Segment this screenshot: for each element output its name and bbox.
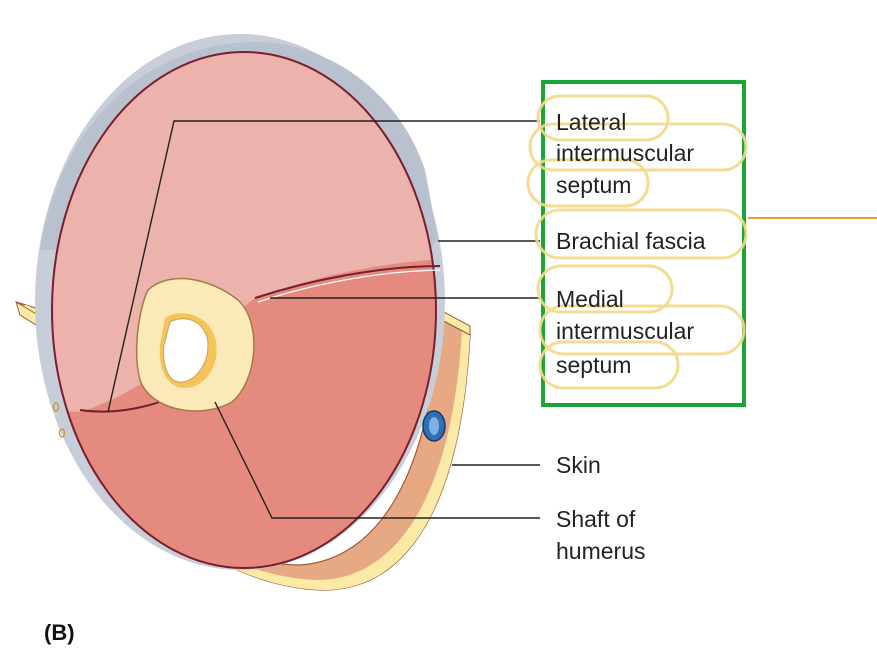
medial-septum-fascia <box>257 269 441 303</box>
label-lateral-septum-3: septum <box>556 172 632 198</box>
medial-septum-line <box>254 265 441 299</box>
label-brachial-fascia: Brachial fascia <box>556 228 706 254</box>
leader-shaft <box>214 401 540 519</box>
label-shaft-2: humerus <box>556 538 646 564</box>
label-lateral-septum-2: intermuscular <box>556 140 695 166</box>
label-medial-septum-2: intermuscular <box>556 318 695 344</box>
annotation-circles <box>526 94 748 390</box>
label-skin: Skin <box>556 452 601 478</box>
label-shaft-1: Shaft of <box>556 506 636 532</box>
leader-lines <box>107 120 540 519</box>
label-medial-septum-1: Medial <box>556 286 624 312</box>
leader-lateral-septum <box>107 120 540 413</box>
label-lateral-septum-1: Lateral <box>556 109 627 135</box>
marrow-cavity <box>163 318 209 383</box>
panel-label: (B) <box>44 620 75 645</box>
label-medial-septum-3: septum <box>556 352 632 378</box>
